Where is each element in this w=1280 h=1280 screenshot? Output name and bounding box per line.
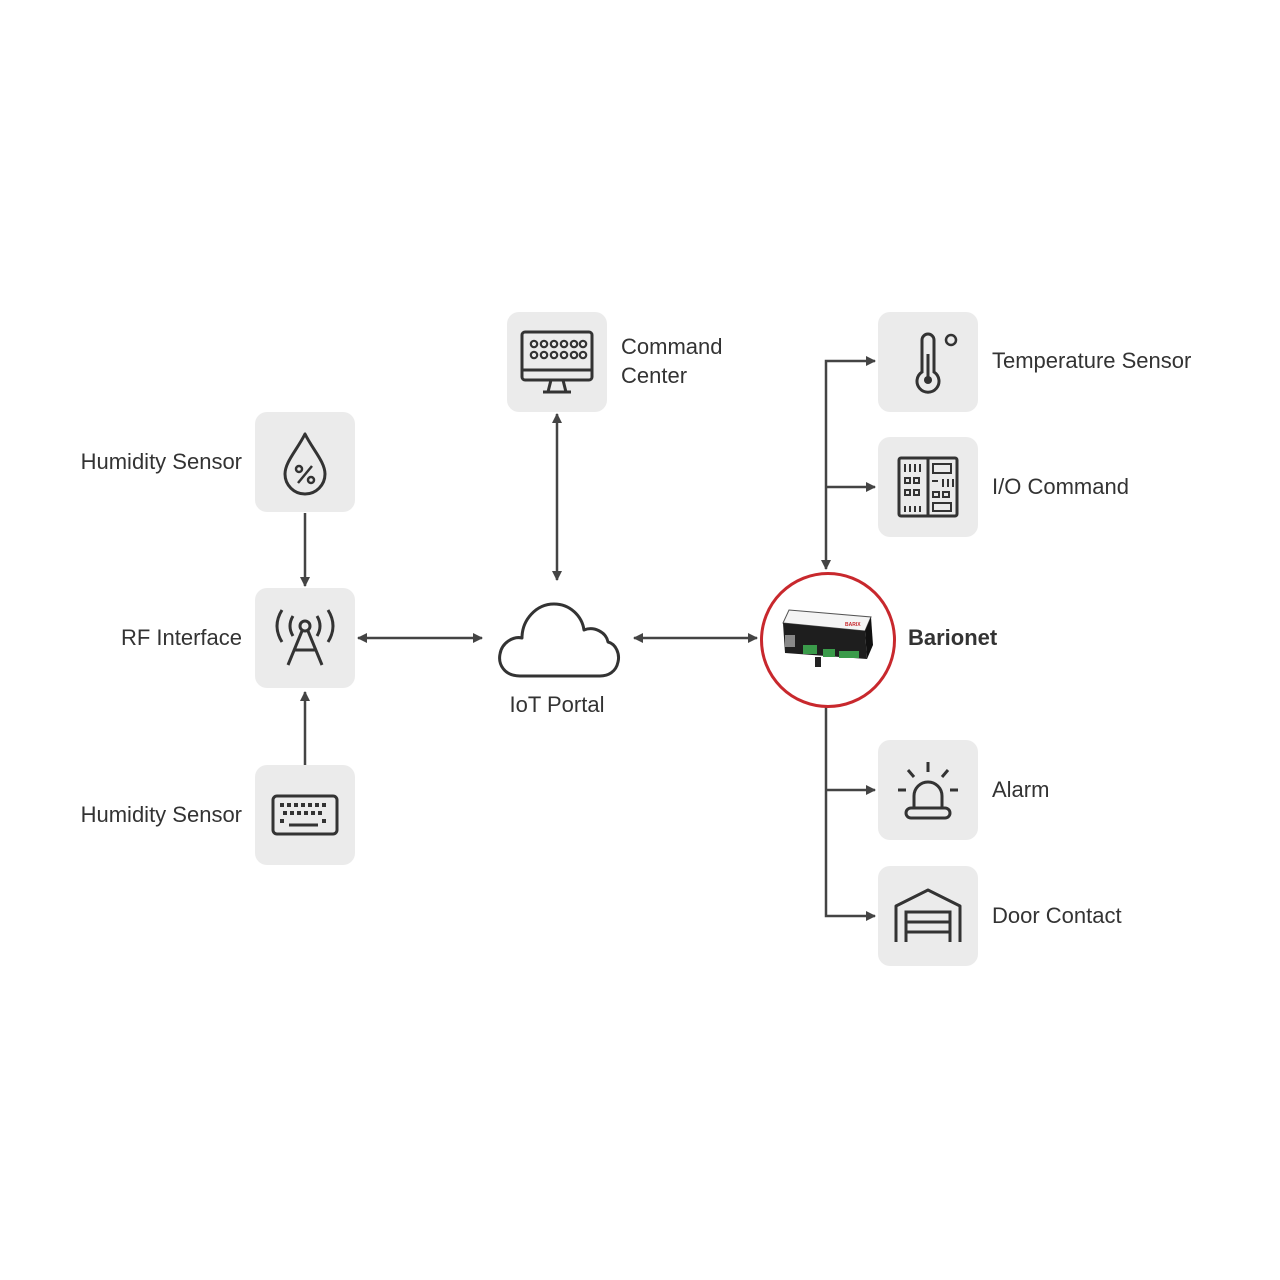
temperature-sensor-label: Temperature Sensor: [992, 348, 1192, 373]
svg-text:BARIX: BARIX: [845, 622, 861, 628]
edge-barionet-top-bus: [821, 356, 876, 570]
rf-interface-label: RF Interface: [120, 625, 242, 650]
door-contact-label: Door Contact: [992, 903, 1122, 928]
alarm-label: Alarm: [992, 777, 1050, 802]
humidity-sensor-bottom-label: Humidity Sensor: [80, 802, 242, 827]
antenna-tower-icon: [275, 609, 335, 666]
command-center-label: Command Center: [621, 334, 723, 388]
barionet-label: Barionet: [908, 625, 998, 650]
keypad-icon: [271, 794, 339, 836]
humidity-sensor-bottom-node: [255, 765, 355, 865]
garage-door-icon: [894, 888, 962, 942]
humidity-sensor-top-label: Humidity Sensor: [80, 449, 242, 474]
thermometer-icon: [915, 332, 958, 394]
barionet-device-icon: BARIX: [782, 609, 873, 667]
io-panel-icon: [897, 456, 959, 518]
io-command-node: [878, 437, 978, 537]
alarm-beacon-icon: [898, 762, 958, 820]
humidity-drop-icon: [283, 432, 327, 496]
door-contact-node: [878, 866, 978, 966]
alarm-node: [878, 740, 978, 840]
io-command-label: I/O Command: [992, 474, 1129, 499]
command-center-node: [507, 312, 607, 412]
barionet-node: BARIX: [760, 572, 896, 708]
humidity-sensor-top-node: [255, 412, 355, 512]
rf-interface-node: [255, 588, 355, 688]
iot-portal-label: IoT Portal: [509, 692, 605, 717]
monitor-icon: [520, 330, 594, 394]
temperature-sensor-node: [878, 312, 978, 412]
cloud-icon: [498, 602, 620, 678]
edge-barionet-bottom-bus: [824, 706, 876, 921]
